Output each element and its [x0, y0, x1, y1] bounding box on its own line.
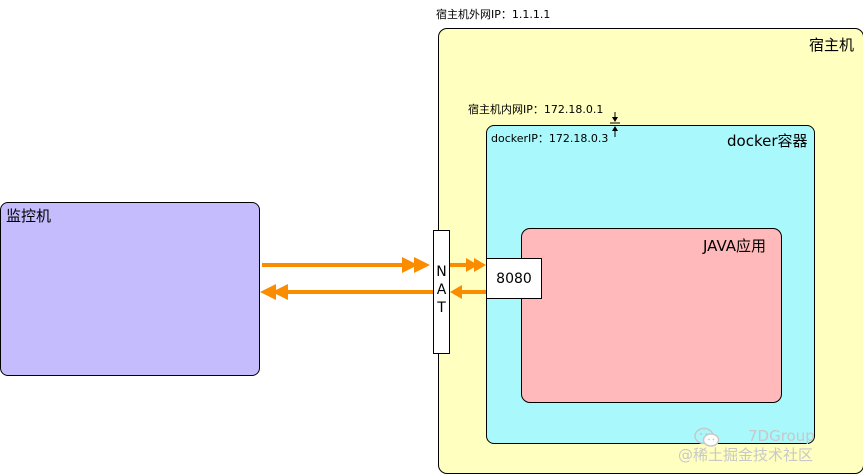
java-app-title: JAVA应用 [703, 237, 767, 255]
docker-title: docker容器 [727, 132, 808, 150]
host-external-ip-label: 宿主机外网IP：1.1.1.1 [436, 8, 551, 21]
nat-letter: A [436, 282, 447, 298]
monitor-machine-box [0, 202, 260, 376]
host-title: 宿主机 [809, 36, 855, 54]
watermark: 7DGroup @稀土掘金技术社区 [678, 426, 863, 471]
docker-ip-label: dockerIP：172.18.0.3 [491, 132, 609, 145]
host-internal-ip-label: 宿主机内网IP：172.18.0.1 [468, 103, 604, 116]
nat-letter: N [436, 264, 447, 280]
internal-ip-marker [610, 112, 620, 137]
nat-label: N A T [433, 263, 450, 317]
request-arrow [262, 257, 430, 273]
nat-letter: T [437, 300, 446, 316]
port-box: 8080 [486, 258, 542, 299]
port-label: 8080 [496, 270, 532, 287]
watermark-brand: 7DGroup [748, 427, 815, 445]
nat-box [433, 230, 450, 354]
forward-arrow [450, 258, 486, 272]
return-arrow [260, 284, 486, 300]
wechat-icon [694, 427, 720, 447]
java-app-box [521, 228, 782, 403]
monitor-title: 监控机 [6, 207, 52, 225]
watermark-site: @稀土掘金技术社区 [678, 446, 814, 464]
